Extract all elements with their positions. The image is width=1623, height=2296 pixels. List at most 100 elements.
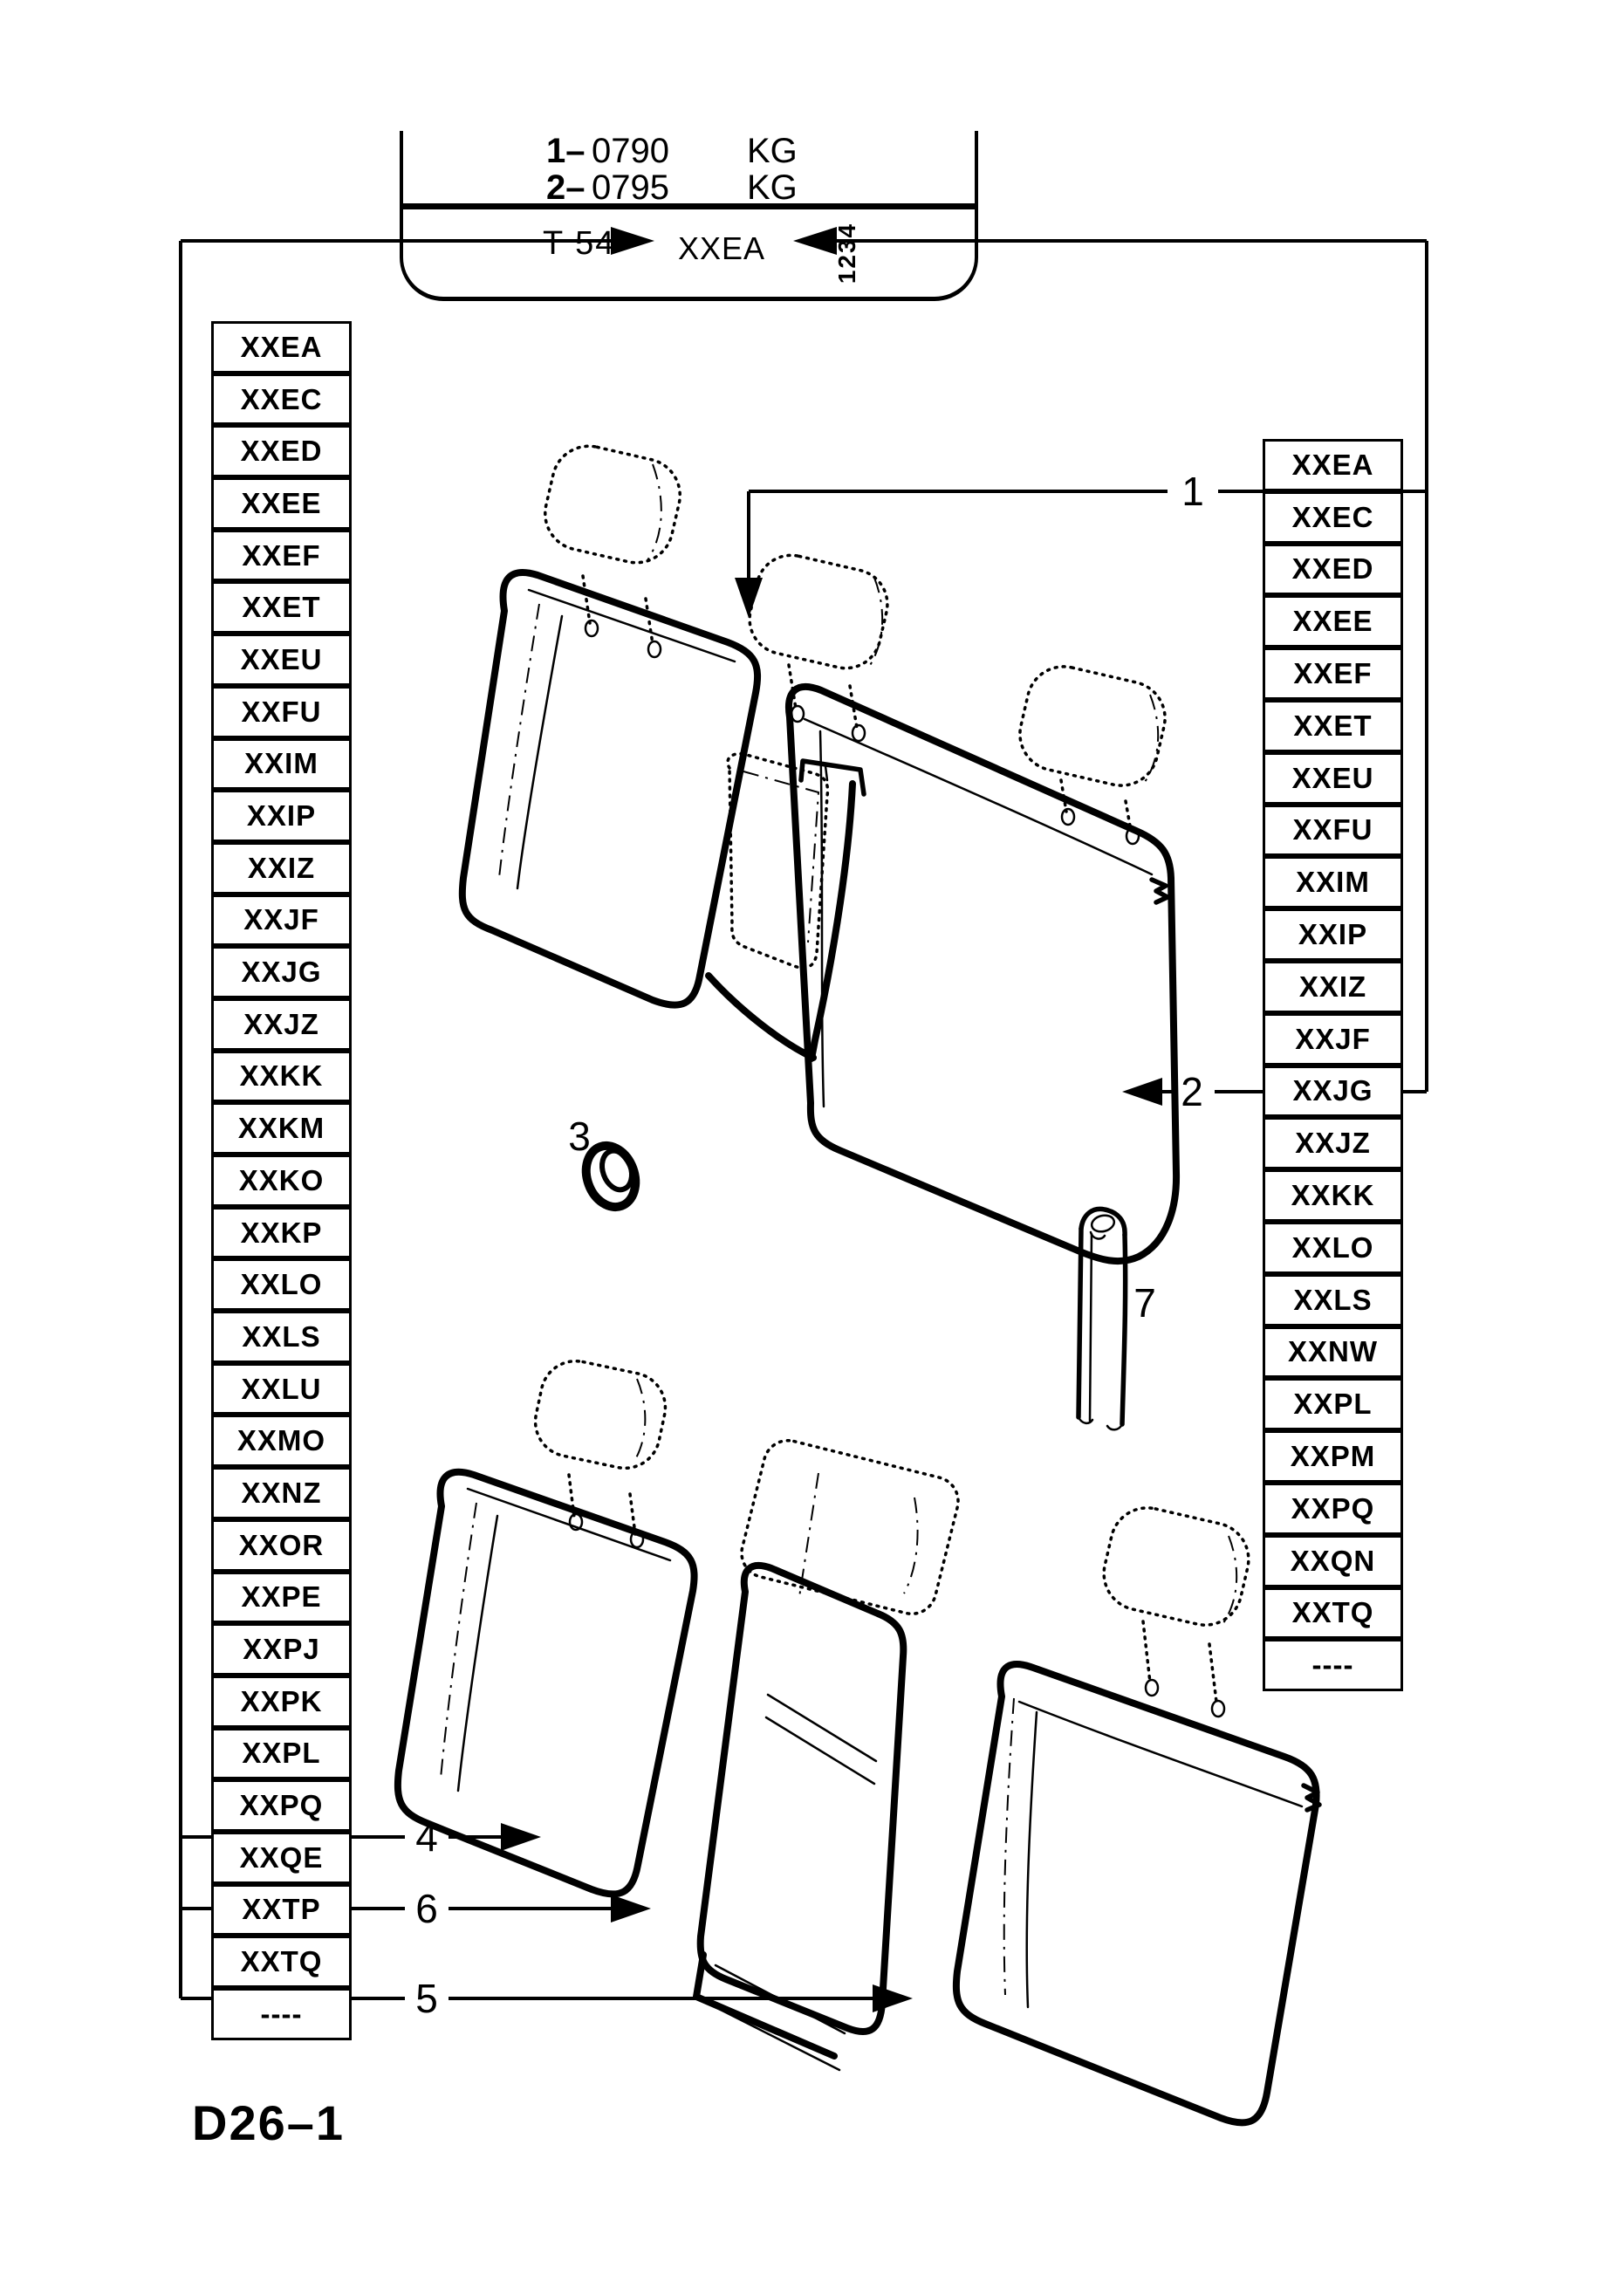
code-cell: XXET	[211, 581, 352, 634]
stem-guide	[1144, 1678, 1160, 1697]
figure-label: D26–1	[192, 2095, 346, 2150]
code-cell: XXNZ	[211, 1467, 352, 1519]
strip-left-edge	[1076, 1226, 1084, 1420]
headrest-outline	[544, 444, 681, 565]
headrest-stems	[1059, 778, 1133, 833]
code-cell: XXJF	[211, 894, 352, 947]
callout-1-number: 1	[1181, 469, 1204, 514]
code-cell: XXEA	[1263, 439, 1403, 491]
code-cell: XXEU	[1263, 751, 1403, 805]
weight-value-2: 0795	[592, 168, 669, 207]
armrest-latch-detail	[824, 764, 829, 782]
code-cell: XXQE	[211, 1831, 352, 1884]
strip-bottom-ends	[1077, 1415, 1124, 1431]
code-cell: XXLO	[211, 1258, 352, 1312]
headrest-seam	[903, 1497, 919, 1594]
callout-3-number: 3	[568, 1114, 591, 1159]
code-cell: XXLS	[211, 1311, 352, 1363]
right-arrow-icon	[873, 1984, 913, 2012]
seam-line	[1025, 1710, 1038, 2009]
code-cell: XXKM	[211, 1102, 352, 1155]
weight-row-2: 2–0795 KG	[546, 169, 798, 206]
left-arrow-icon	[1122, 1078, 1162, 1106]
weight-item-1: 1–	[546, 132, 586, 170]
backrest-outline	[394, 1468, 698, 1898]
headrest-seam	[633, 1378, 647, 1463]
callout-2-number: 2	[1181, 1069, 1203, 1114]
code-cell: XXTQ	[211, 1936, 352, 1988]
code-cell: XXEF	[211, 529, 352, 582]
headrest-stems	[581, 574, 654, 646]
headrest-seam	[798, 1472, 819, 1598]
stem-guide	[1210, 1699, 1226, 1718]
stem-guide	[584, 619, 599, 638]
code-cell: XXLU	[211, 1362, 352, 1415]
seam-line	[516, 614, 564, 890]
code-cell: XXLO	[1263, 1221, 1403, 1274]
armrest-seam	[743, 771, 820, 943]
code-cell: XXEU	[211, 634, 352, 686]
code-cell: XXIM	[211, 737, 352, 791]
code-cell: XXIP	[1263, 908, 1403, 961]
seam-line	[1003, 1697, 1015, 1996]
figure-frame	[179, 227, 1428, 1998]
stem-guide	[568, 1512, 584, 1532]
headrest-outline	[748, 553, 889, 670]
armrest-latch	[798, 758, 866, 797]
seam-line	[1017, 1700, 1304, 1808]
strip-cross-section	[1090, 1214, 1116, 1233]
top-seat-group	[458, 444, 1181, 1265]
headrest-outline	[1018, 665, 1167, 787]
header-trim-code: XXEA	[677, 230, 766, 266]
weight-value-1: 0790	[592, 132, 669, 170]
headrest-stems	[567, 1473, 637, 1536]
right-arrow-icon	[501, 1823, 541, 1851]
seam-line	[764, 1693, 878, 1785]
code-cell: XXPJ	[211, 1623, 352, 1676]
eyelet-detail	[1149, 877, 1170, 905]
code-cell: XXKK	[1263, 1169, 1403, 1222]
headrest-stems	[1141, 1620, 1218, 1703]
code-cell: XXEF	[1263, 648, 1403, 700]
right-code-column: XXEA XXEC XXED XXEE XXEF XXET XXEU XXFU …	[1263, 439, 1403, 1692]
code-cell: XXPL	[211, 1727, 352, 1780]
header-weight-box	[400, 131, 978, 301]
armrest-panel-outline	[726, 751, 830, 970]
callout-4-number: 4	[415, 1814, 438, 1860]
ring-outer	[581, 1141, 640, 1212]
stem-guide	[647, 640, 662, 659]
strip-detail	[1089, 1230, 1106, 1240]
code-cell: XXLS	[1263, 1273, 1403, 1326]
headrest-seam	[647, 463, 662, 561]
backrest-outline	[696, 1561, 907, 2035]
weight-unit-2: KG	[747, 168, 798, 207]
code-cell: XXJG	[211, 946, 352, 998]
code-cell: XXEC	[1263, 490, 1403, 544]
code-cell: XXIP	[211, 790, 352, 842]
bottom-seat-group	[394, 1359, 1322, 2127]
code-cell: XXPQ	[211, 1779, 352, 1832]
headrest-outline	[533, 1359, 668, 1470]
weight-unit-1: KG	[747, 132, 798, 170]
code-cell: XXIM	[1263, 856, 1403, 909]
pocket-bottom	[705, 972, 817, 1061]
seam-line	[466, 1487, 672, 1562]
header-right-note-vertical: 1234	[833, 222, 860, 284]
eyelet-detail	[1301, 1783, 1322, 1813]
header-left-note: T 54	[543, 225, 616, 262]
code-cell: XXJG	[1263, 1065, 1403, 1118]
code-cell: XXKK	[211, 1050, 352, 1103]
backrest-outline	[458, 568, 762, 1009]
code-cell: XXEE	[211, 477, 352, 530]
code-cell: XXKP	[211, 1206, 352, 1259]
stem-guide	[851, 723, 866, 743]
code-cell: XXQN	[1263, 1534, 1403, 1587]
trim-strip: 7	[1076, 1206, 1156, 1431]
code-cell: XXEE	[1263, 595, 1403, 648]
code-cell: XXED	[1263, 543, 1403, 596]
code-cell: XXTP	[211, 1883, 352, 1936]
weight-item-2: 2–	[546, 168, 586, 207]
seam-line	[440, 1502, 477, 1779]
code-cell: XXPK	[211, 1675, 352, 1728]
pocket-edge	[808, 780, 856, 1062]
